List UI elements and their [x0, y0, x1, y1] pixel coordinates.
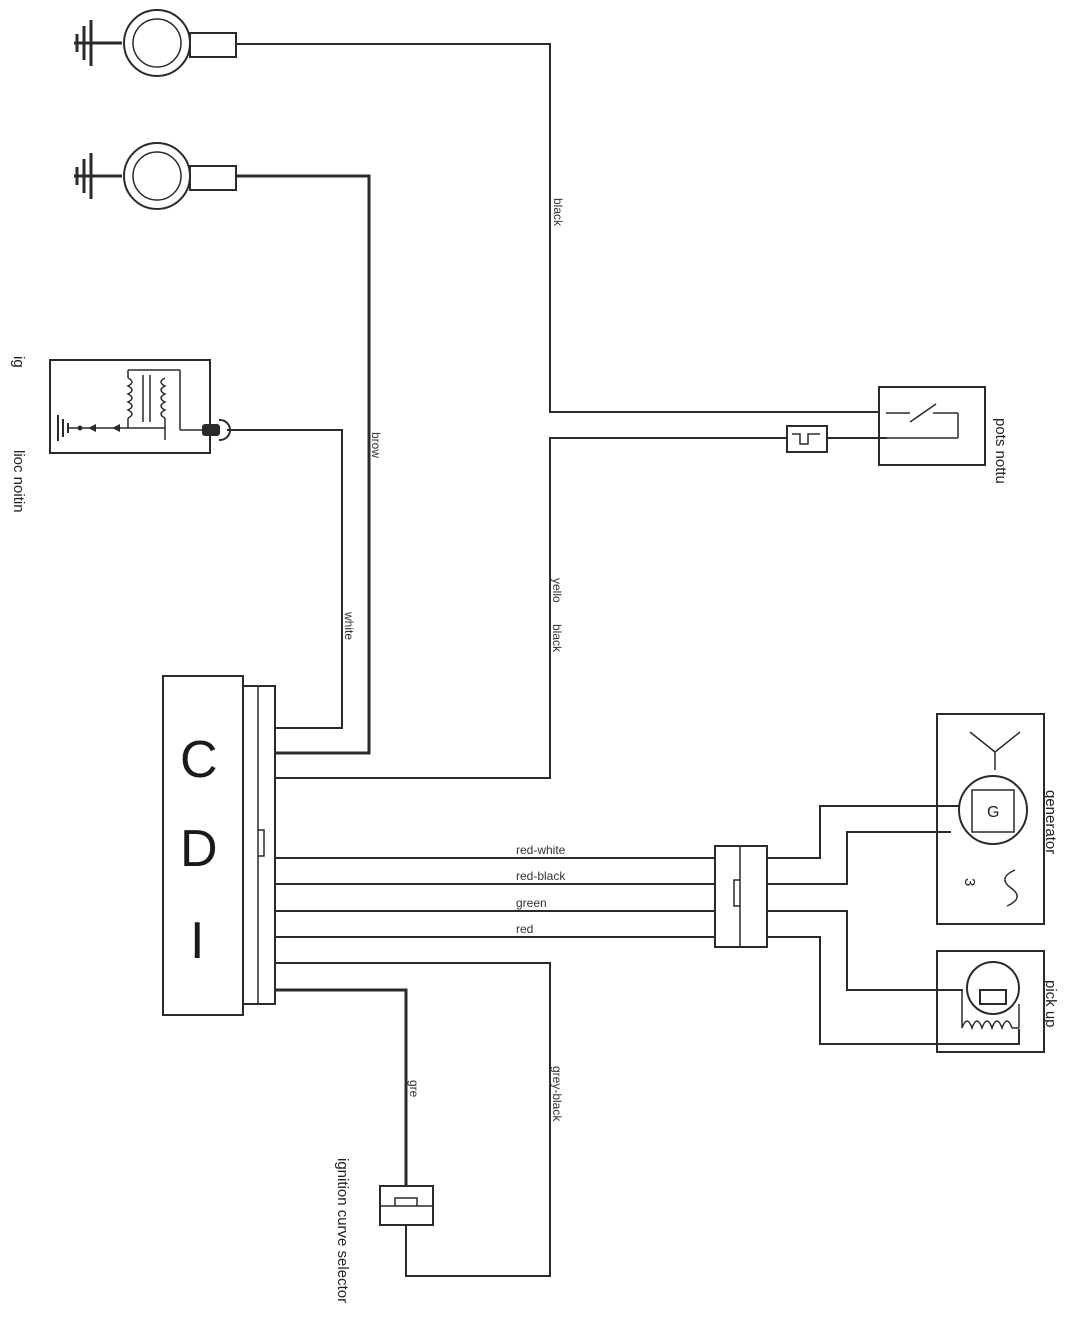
pick-up [936, 950, 1045, 1053]
ignition-curve-selector-label: ignition curve selector [334, 1158, 351, 1303]
cdi-letter-c: C [180, 731, 218, 789]
wire-white [227, 429, 343, 729]
button-stop [878, 386, 986, 466]
label-red: red [516, 922, 533, 936]
cdi-letter-i: I [190, 912, 204, 970]
generator-label: generator [1042, 790, 1059, 854]
generator [936, 713, 1045, 925]
label-grey-black: grey-black [550, 1066, 564, 1122]
wire-black [235, 43, 880, 413]
ignition-coil [49, 359, 231, 454]
button-stop-connector [786, 425, 828, 453]
wire-yello-black [274, 437, 788, 779]
wire-gen-2 [766, 831, 951, 885]
main-connector [714, 845, 768, 948]
cdi-letter-d: D [180, 820, 218, 878]
cdi-unit [162, 675, 276, 1016]
label-black-2: black [550, 624, 564, 653]
label-white: white [342, 611, 356, 640]
generator-g-symbol: G [987, 804, 999, 821]
ignition-curve-selector [379, 1185, 434, 1226]
label-green: green [516, 896, 547, 910]
ignition-coil-label-2: lioc noitin [10, 450, 27, 513]
wire-gen-1 [766, 805, 960, 859]
label-red-black: red-black [516, 869, 566, 883]
generator-number: 3 [961, 878, 978, 886]
button-stop-label: pots nottu [992, 418, 1009, 484]
label-black: black [551, 198, 565, 227]
spark-plug-cap-2 [74, 142, 237, 210]
label-brow: brow [369, 432, 383, 458]
wire-pick-1 [766, 910, 963, 991]
wire-grey-black [274, 962, 551, 1277]
ignition-coil-label-1: ig [10, 356, 27, 368]
pick-up-label: pick up [1042, 980, 1059, 1028]
wire-brow [236, 174, 371, 755]
wire-gre [275, 988, 408, 1186]
label-red-white: red-white [516, 843, 566, 857]
label-gre: gre [407, 1080, 421, 1098]
spark-plug-cap-1 [74, 9, 237, 77]
label-yello: yello [550, 578, 564, 603]
wire-pick-2 [766, 936, 1020, 1045]
